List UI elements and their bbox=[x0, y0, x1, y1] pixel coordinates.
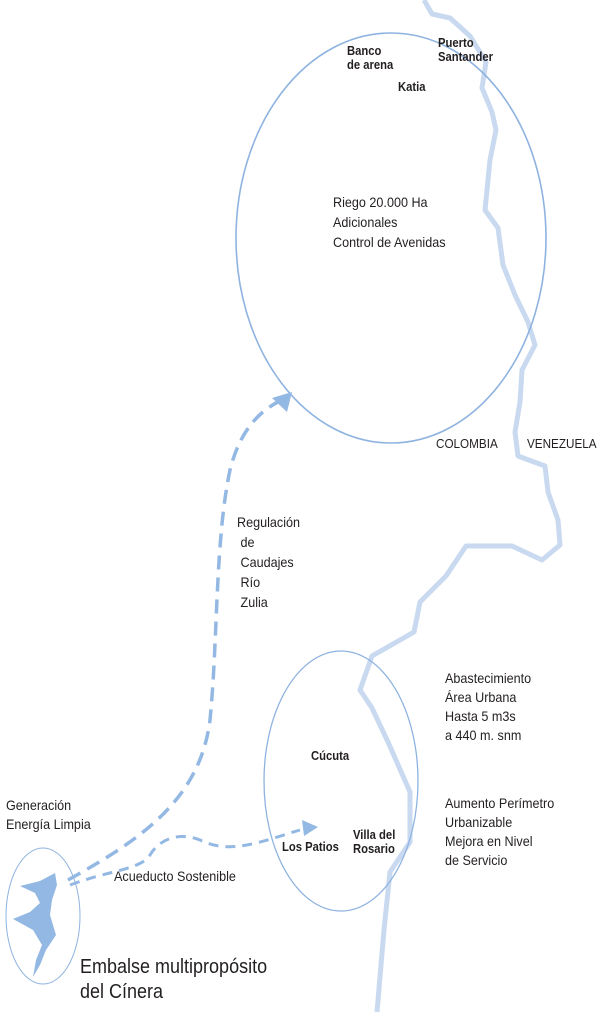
river-regulation-arrow bbox=[67, 398, 283, 882]
note-acueducto: Acueducto Sostenible bbox=[114, 868, 236, 884]
note-aumento: Aumento Perímetro Urbanizable Mejora en … bbox=[445, 795, 555, 868]
note-embalse: Embalse multipropósito del Cínera bbox=[80, 956, 268, 1003]
irrigation-area-ellipse bbox=[235, 32, 547, 444]
note-riego: Riego 20.000 Ha Adicionales Control de A… bbox=[333, 194, 446, 250]
border-river bbox=[357, 0, 563, 1012]
aqueduct-arrow bbox=[69, 828, 301, 887]
label-villa-del-rosario: Villa del Rosario bbox=[353, 828, 396, 856]
urban-area-ellipse bbox=[263, 650, 419, 912]
reservoir-lake bbox=[13, 873, 57, 977]
label-colombia: COLOMBIA bbox=[436, 436, 498, 451]
note-abastecimiento: Abastecimiento Área Urbana Hasta 5 m3s a… bbox=[445, 670, 532, 743]
note-regulacion: Regulación de Caudajes Río Zulia bbox=[237, 514, 301, 610]
reservoir-ellipse bbox=[5, 847, 81, 985]
label-banco-de-arena: Banco de arena bbox=[347, 44, 394, 72]
label-los-patios: Los Patios bbox=[282, 840, 339, 854]
label-puerto-santander: Puerto Santander bbox=[438, 36, 494, 64]
aqueduct-arrowhead bbox=[302, 820, 318, 836]
river-regulation-arrowhead bbox=[272, 392, 292, 412]
label-katia: Katia bbox=[398, 80, 426, 94]
label-venezuela: VENEZUELA bbox=[527, 436, 597, 451]
label-cucuta: Cúcuta bbox=[311, 749, 350, 763]
note-generacion: Generación Energía Limpia bbox=[6, 797, 91, 832]
